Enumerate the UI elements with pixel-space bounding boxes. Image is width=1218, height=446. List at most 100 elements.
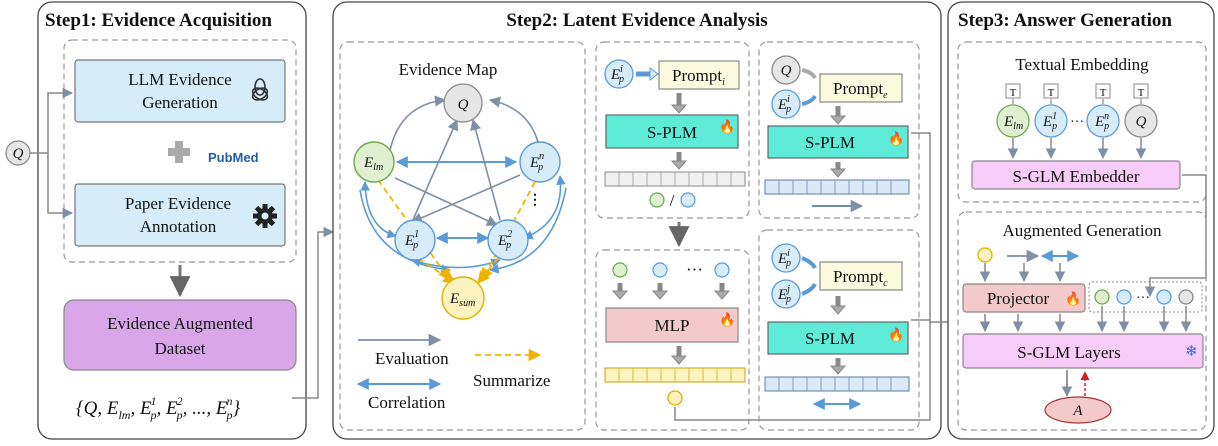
svg-text:T: T [1048, 87, 1055, 99]
hollow-arrow [801, 283, 817, 296]
blue-token [1156, 289, 1172, 305]
legend-evaluation-label: Evaluation [375, 349, 449, 368]
svg-text:Enp: Enp [1094, 111, 1109, 132]
green-token [612, 262, 628, 278]
t-tokens: T T T T [1005, 83, 1149, 99]
svg-text:Eip: Eip [777, 248, 791, 269]
token-group-box [1088, 281, 1203, 313]
s-plm-box-2: S-PLM 🔥 [767, 125, 909, 159]
legend-summarize-label: Summarize [473, 371, 550, 390]
fire-icon: 🔥 [888, 131, 904, 146]
paper-box-line1: Paper Evidence [125, 194, 231, 213]
single-evidence-group [595, 41, 750, 219]
arrow-q-to-paper [47, 153, 74, 219]
paper-box-line2: Annotation [140, 217, 217, 236]
down-arrow [829, 365, 847, 375]
svg-text:S-PLM: S-PLM [647, 123, 697, 142]
down-arrow [670, 104, 688, 114]
arrow-mlp-to-step3 [674, 322, 931, 421]
down-arrow [670, 355, 688, 365]
svg-text:A: A [1072, 403, 1083, 419]
svg-text:{Q, Elm, E1p, E2p, ..., Enp}: {Q, Elm, E1p, E2p, ..., Enp} [76, 394, 241, 422]
input-q-node: Q [5, 140, 31, 166]
svg-text:Q: Q [781, 63, 792, 79]
legend-correlation-label: Correlation [368, 393, 446, 412]
gear-icon [253, 204, 277, 228]
s-glm-embedder-box: S-GLM Embedder [971, 160, 1181, 190]
hollow-arrow [801, 68, 817, 80]
svg-text:T: T [1100, 87, 1107, 99]
textual-embedding-group [957, 41, 1207, 203]
step3-panel: Step3: Answer Generation Textual Embeddi… [947, 1, 1215, 440]
arrow-eval-to-step3 [911, 132, 962, 328]
prompt-c-box: Promptc [819, 261, 903, 291]
svg-text:T: T [1138, 87, 1145, 99]
textual-embedding-title: Textual Embedding [1015, 55, 1149, 74]
node-q-small: Q [771, 55, 801, 85]
dots: ··· [1070, 115, 1084, 130]
augmented-generation-group [957, 211, 1207, 431]
yellow-token [667, 390, 683, 406]
svg-text:Prompti: Prompti [672, 66, 725, 88]
dots: ··· [1136, 291, 1150, 306]
embedding-bar-blue-1 [764, 179, 910, 195]
hollow-arrow [801, 256, 817, 269]
openai-logo-icon [251, 78, 269, 101]
plus-icon [168, 141, 190, 163]
embedding-bar-yellow [604, 367, 746, 383]
paper-evidence-annotation-box: Paper Evidence Annotation [74, 183, 286, 247]
emb-node-q: Q [1124, 104, 1158, 138]
emb-node-e-lm: Elm [996, 104, 1030, 138]
down-arrow [829, 168, 847, 178]
embedding-bar-blue-2 [764, 376, 910, 392]
gray-token [1178, 289, 1194, 305]
svg-text:Evidence Augmented: Evidence Augmented [107, 314, 253, 333]
blue-token [652, 262, 668, 278]
svg-text:E2p: E2p [497, 229, 512, 251]
fire-icon: 🔥 [719, 119, 735, 134]
blue-token [1116, 289, 1132, 305]
vertical-ellipsis: ⋮ [528, 193, 542, 208]
svg-text:PubMed: PubMed [208, 150, 259, 165]
step2-title: Step2: Latent Evidence Analysis [506, 10, 767, 31]
svg-text:Promptc: Promptc [833, 267, 888, 289]
step1-title: Step1: Evidence Acquisition [45, 10, 272, 31]
svg-text:Prompte: Prompte [833, 79, 888, 101]
svg-text:Elm: Elm [1003, 114, 1023, 132]
hollow-arrow [801, 94, 817, 106]
svg-text:Eip: Eip [610, 64, 624, 85]
down-arrow [829, 115, 847, 125]
svg-text:Q: Q [13, 146, 24, 162]
svg-text:Projector: Projector [987, 289, 1050, 308]
evaluation-group [758, 41, 920, 219]
arrow-q-to-llm [30, 87, 74, 154]
llm-evidence-generation-box: LLM Evidence Generation [74, 59, 286, 123]
legend: Evaluation Correlation Summarize [356, 333, 550, 412]
svg-text:Elm: Elm [363, 155, 383, 173]
svg-text:S-GLM Layers: S-GLM Layers [1017, 343, 1120, 362]
answer-node: A [1044, 396, 1112, 424]
node-e-lm: Elm [353, 141, 395, 183]
fire-icon: 🔥 [1065, 291, 1081, 306]
svg-text:Eip: Eip [777, 94, 791, 115]
slash-label: / [670, 191, 675, 210]
svg-text:Dataset: Dataset [155, 339, 206, 358]
down-arrow [670, 160, 688, 170]
blue-token [680, 192, 696, 208]
prompt-i-box: Prompti [658, 60, 740, 90]
s-plm-box-1: S-PLM 🔥 [605, 114, 739, 149]
svg-text:Q: Q [1136, 114, 1147, 130]
svg-text:S-PLM: S-PLM [805, 133, 855, 152]
svg-text:Esum: Esum [449, 291, 475, 309]
down-arrows-row [611, 283, 731, 300]
snowflake-icon: ❄ [1185, 344, 1198, 360]
evidence-map-title: Evidence Map [399, 60, 498, 79]
svg-text:Q: Q [458, 97, 469, 113]
projector-box: Projector 🔥 [962, 283, 1086, 313]
